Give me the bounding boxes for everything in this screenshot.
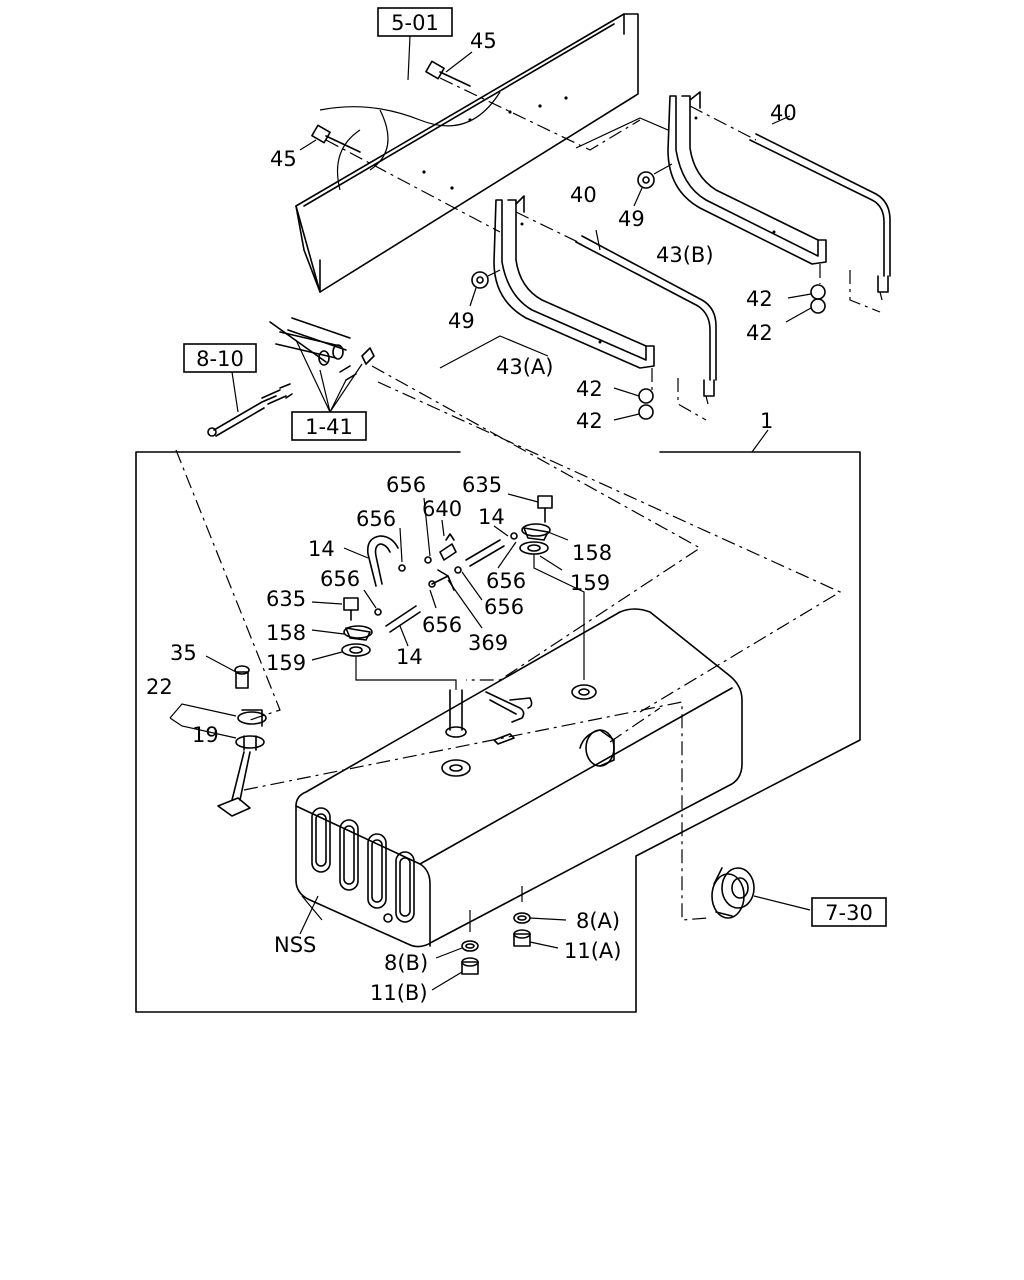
label-158-right: 158 xyxy=(572,541,612,565)
ref-box-5-01[interactable]: 5-01 xyxy=(377,7,453,81)
leader-49-right xyxy=(633,187,643,207)
bolt-45-top xyxy=(425,51,473,87)
nut-49-left xyxy=(471,269,501,289)
label-656-e: 656 xyxy=(484,595,524,619)
label-635-top: 635 xyxy=(462,473,502,497)
leaders-1-41 xyxy=(295,339,363,413)
washer-8a xyxy=(513,912,567,924)
leader-43a xyxy=(439,335,549,369)
nut-42-right-b xyxy=(785,298,826,323)
axis-frame-right xyxy=(575,117,669,149)
label-45-top: 45 xyxy=(470,29,497,53)
assembly-boundary-1 xyxy=(135,451,861,1013)
label-42-right-a: 42 xyxy=(746,287,773,311)
label-158-left: 158 xyxy=(266,621,306,645)
route-line-harness xyxy=(175,449,281,721)
label-8a: 8(A) xyxy=(576,909,620,933)
label-159-left: 159 xyxy=(266,651,306,675)
band-40-left xyxy=(575,235,717,405)
label-40-right: 40 xyxy=(770,101,797,125)
route-line-b xyxy=(377,381,842,713)
callout-labels: 45 45 40 40 49 49 43(B) 43(A) 42 42 42 4… xyxy=(146,29,797,1005)
label-369: 369 xyxy=(468,631,508,655)
axis-43b xyxy=(819,264,881,313)
label-14-bottom: 14 xyxy=(396,645,423,669)
ref-label-8-10: 8-10 xyxy=(196,347,244,371)
label-656-b: 656 xyxy=(356,507,396,531)
label-22: 22 xyxy=(146,675,173,699)
label-1: 1 xyxy=(760,409,773,433)
route-line-cap xyxy=(243,701,709,921)
plug-11a xyxy=(513,929,559,949)
route-line-a xyxy=(371,365,702,681)
filler-cap xyxy=(711,867,811,919)
label-640: 640 xyxy=(422,497,462,521)
pipes-1-41 xyxy=(269,317,375,381)
ref-box-7-30[interactable]: 7-30 xyxy=(811,897,887,927)
axis-line-bolt-left xyxy=(325,139,501,233)
label-42-left-a: 42 xyxy=(576,377,603,401)
washer-8b xyxy=(435,940,479,959)
ref-label-1-41: 1-41 xyxy=(305,415,353,439)
label-49-left: 49 xyxy=(448,309,475,333)
nut-42-left-b xyxy=(613,404,654,421)
label-49-right: 49 xyxy=(618,207,645,231)
fuel-tank xyxy=(295,608,743,948)
leader-40-left xyxy=(595,229,601,251)
check-valve-cluster xyxy=(311,493,585,690)
label-159-right: 159 xyxy=(570,571,610,595)
ref-label-7-30: 7-30 xyxy=(825,901,873,925)
label-43b: 43(B) xyxy=(656,243,714,267)
label-43a: 43(A) xyxy=(496,355,553,379)
axis-band-right xyxy=(689,105,757,141)
label-656-f: 656 xyxy=(422,613,462,637)
band-40-right xyxy=(749,133,891,301)
leader-49-left xyxy=(469,287,477,307)
label-14-right: 14 xyxy=(478,505,505,529)
axis-line-bolt-top xyxy=(439,77,641,151)
frame-rail xyxy=(295,13,639,293)
nut-42-left-a xyxy=(613,387,654,404)
axis-filler xyxy=(609,707,661,743)
nut-42-right-a xyxy=(787,284,826,300)
label-nss: NSS xyxy=(274,933,316,957)
bracket-43b xyxy=(667,91,827,265)
leader-nss xyxy=(299,895,319,935)
label-8b: 8(B) xyxy=(384,951,428,975)
plug-11b xyxy=(431,957,479,991)
harness-connector xyxy=(207,383,293,437)
ref-box-8-10[interactable]: 8-10 xyxy=(183,343,257,413)
label-35: 35 xyxy=(170,641,197,665)
label-656-d: 656 xyxy=(486,569,526,593)
label-45-left: 45 xyxy=(270,147,297,171)
nut-49-right xyxy=(637,163,673,189)
axis-43a xyxy=(651,368,707,421)
label-11b: 11(B) xyxy=(370,981,428,1005)
label-42-right-b: 42 xyxy=(746,321,773,345)
label-11a: 11(A) xyxy=(564,939,621,963)
label-19: 19 xyxy=(192,723,219,747)
label-656-a: 656 xyxy=(386,473,426,497)
label-14-left: 14 xyxy=(308,537,335,561)
bolt-45-left xyxy=(299,124,361,153)
ref-label-5-01: 5-01 xyxy=(391,11,439,35)
leader-40-right xyxy=(771,115,791,125)
leader-1 xyxy=(751,429,769,453)
label-40-left: 40 xyxy=(570,183,597,207)
sender-unit xyxy=(169,655,267,817)
ref-box-1-41[interactable]: 1-41 xyxy=(291,411,367,441)
label-635-left: 635 xyxy=(266,587,306,611)
axis-band-left xyxy=(515,211,583,245)
bracket-43a xyxy=(493,195,655,369)
label-42-left-b: 42 xyxy=(576,409,603,433)
label-656-c: 656 xyxy=(320,567,360,591)
